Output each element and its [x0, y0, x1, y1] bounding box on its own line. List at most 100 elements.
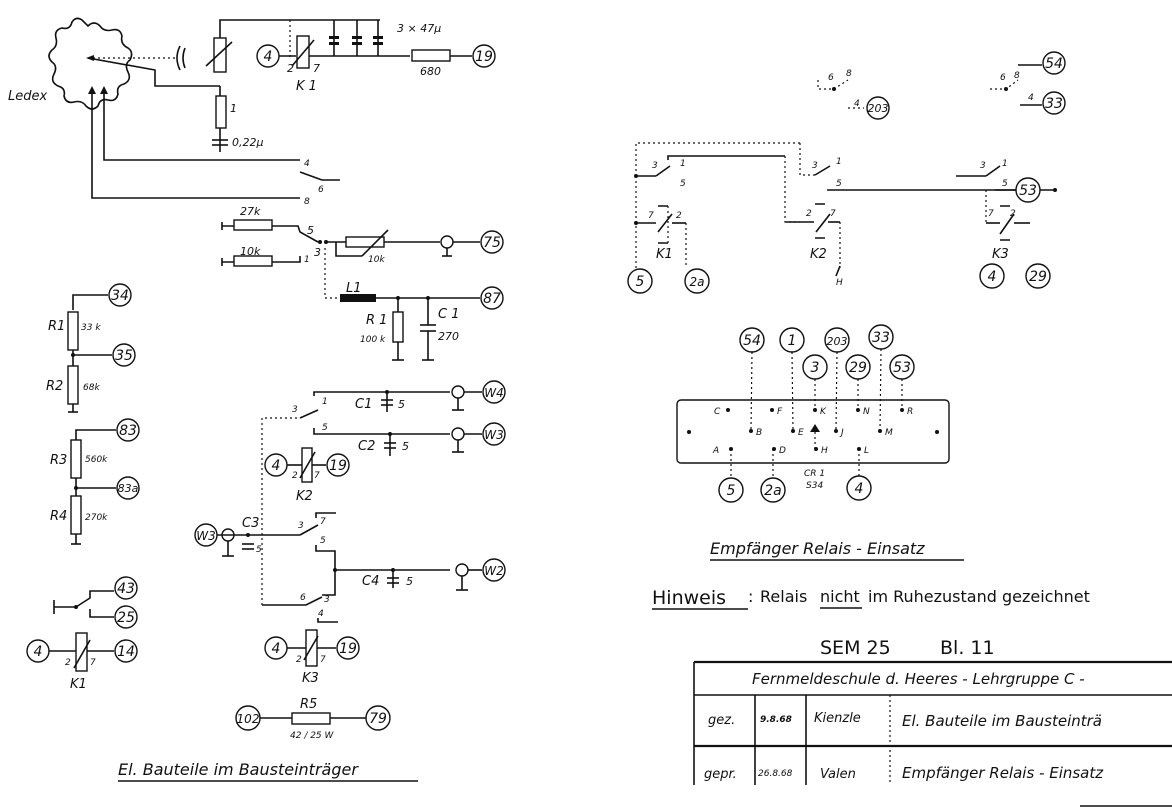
svg-text:2: 2	[292, 471, 298, 481]
terminal-label: 53	[893, 360, 911, 376]
svg-text:Valen: Valen	[820, 767, 856, 782]
svg-text:270k: 270k	[85, 513, 108, 523]
svg-text:79: 79	[369, 711, 387, 727]
svg-text:El. Bauteile im Bausteinträ: El. Bauteile im Bausteinträ	[902, 712, 1102, 730]
svg-text:5: 5	[406, 575, 413, 588]
svg-text:2: 2	[296, 655, 302, 665]
svg-text:Empfänger Relais - Einsatz: Empfänger Relais - Einsatz	[902, 764, 1104, 782]
pin-label: J	[839, 428, 844, 438]
svg-text:5: 5	[256, 545, 262, 555]
svg-text:29: 29	[1029, 269, 1047, 285]
diode-icon	[810, 424, 820, 432]
pin-dot	[687, 430, 691, 434]
k3-relay-block: 4 19 2 7 K3	[264, 629, 360, 686]
svg-text:7: 7	[314, 471, 320, 481]
selector-circuit: 27k 5 10k 1 3 10k 75 L1 R 1 100 k C	[221, 205, 504, 361]
svg-text:33 k: 33 k	[81, 323, 101, 333]
svg-text:W2: W2	[484, 564, 504, 578]
svg-text:4: 4	[854, 99, 860, 109]
svg-text:K3: K3	[302, 671, 319, 686]
svg-text:K2: K2	[296, 489, 313, 504]
svg-text:4: 4	[988, 269, 997, 285]
pin-label: A	[712, 446, 719, 456]
coax-switch-block: C1 5 W4 3 1 5 C2 5 W3 4 19 2 7 K2 W3 C3 …	[194, 380, 506, 623]
svg-text:27k: 27k	[240, 205, 261, 218]
pin-label: R	[907, 407, 913, 417]
svg-text:19: 19	[339, 641, 357, 657]
svg-text:3 × 47µ: 3 × 47µ	[397, 22, 441, 35]
terminal-33	[868, 324, 894, 350]
svg-text:270: 270	[438, 330, 459, 343]
svg-text:R2: R2	[46, 379, 63, 394]
relay-contacts-main: 3 1 5 7 2 K1 5 2a 3 1 5 2 7 K2 H 3 1	[627, 142, 1057, 294]
svg-text:5: 5	[307, 224, 314, 237]
svg-text:R4: R4	[50, 509, 67, 524]
right-section-title: Empfänger Relais - Einsatz	[710, 539, 925, 558]
svg-text:gepr.: gepr.	[704, 767, 737, 782]
svg-text:102: 102	[237, 712, 260, 726]
pin-M	[878, 429, 882, 433]
svg-text:L1: L1	[346, 281, 362, 296]
note: Hinweis : Relais nicht im Ruhezustand ge…	[652, 587, 1090, 610]
pin-label: C	[714, 407, 721, 417]
svg-text:Relais: Relais	[760, 587, 807, 606]
svg-text:5: 5	[836, 179, 842, 189]
svg-text:26.8.68: 26.8.68	[758, 769, 793, 779]
svg-text:im Ruhezustand gezeichnet: im Ruhezustand gezeichnet	[868, 587, 1090, 606]
terminal-label: 1	[788, 333, 797, 349]
svg-text:25: 25	[117, 610, 135, 626]
svg-text:35: 35	[115, 348, 133, 364]
left-section-title: El. Bauteile im Bausteinträger	[118, 760, 359, 779]
terminal-2a	[760, 477, 786, 503]
r5-block: 102 79 R5 42 / 25 W	[235, 697, 391, 741]
pin-dot	[935, 430, 939, 434]
svg-text:4: 4	[318, 609, 324, 619]
svg-text:1: 1	[230, 102, 237, 115]
svg-text:4: 4	[272, 641, 281, 657]
svg-text:K2: K2	[810, 247, 827, 262]
terminal-label: 33	[872, 330, 890, 346]
svg-text:6: 6	[828, 73, 834, 83]
svg-text:19: 19	[329, 458, 347, 474]
pin-label: K	[820, 407, 827, 417]
svg-text:19: 19	[475, 49, 493, 65]
svg-text:W4: W4	[484, 386, 504, 400]
svg-text:H: H	[836, 278, 843, 288]
svg-text:5: 5	[322, 423, 328, 433]
svg-text:5: 5	[402, 440, 409, 453]
svg-text:1: 1	[680, 159, 686, 169]
svg-text:2: 2	[65, 658, 71, 668]
capacitor-bank	[329, 20, 383, 56]
terminal-1	[779, 327, 805, 353]
pin-J	[834, 429, 838, 433]
svg-text:3: 3	[292, 405, 298, 415]
pin-label: E	[798, 428, 804, 438]
pin-label: F	[777, 407, 783, 417]
sheet-number: Bl. 11	[940, 637, 995, 659]
svg-text:43: 43	[117, 581, 135, 597]
svg-text::: :	[748, 587, 753, 606]
svg-text:68k: 68k	[83, 383, 100, 393]
svg-text:K 1: K 1	[296, 79, 317, 94]
svg-text:5: 5	[1002, 179, 1008, 189]
svg-text:K1: K1	[656, 247, 673, 262]
svg-text:33: 33	[1045, 96, 1063, 112]
svg-text:1: 1	[304, 255, 310, 265]
svg-text:54: 54	[1045, 56, 1063, 72]
svg-text:8: 8	[304, 197, 310, 207]
terminal-87	[480, 286, 504, 310]
terminal-label: 2a	[764, 483, 782, 499]
svg-text:6: 6	[300, 593, 306, 603]
svg-text:Kienzle: Kienzle	[814, 711, 861, 726]
svg-text:R5: R5	[300, 697, 317, 712]
note-label: Hinweis	[652, 587, 726, 609]
svg-text:4: 4	[304, 159, 310, 169]
svg-text:3: 3	[980, 161, 986, 171]
pin-label: D	[779, 446, 786, 456]
svg-text:7: 7	[988, 209, 994, 219]
svg-text:5: 5	[636, 274, 645, 290]
svg-text:83: 83	[119, 423, 137, 439]
pin-label: M	[885, 428, 893, 438]
svg-text:5: 5	[398, 398, 405, 411]
